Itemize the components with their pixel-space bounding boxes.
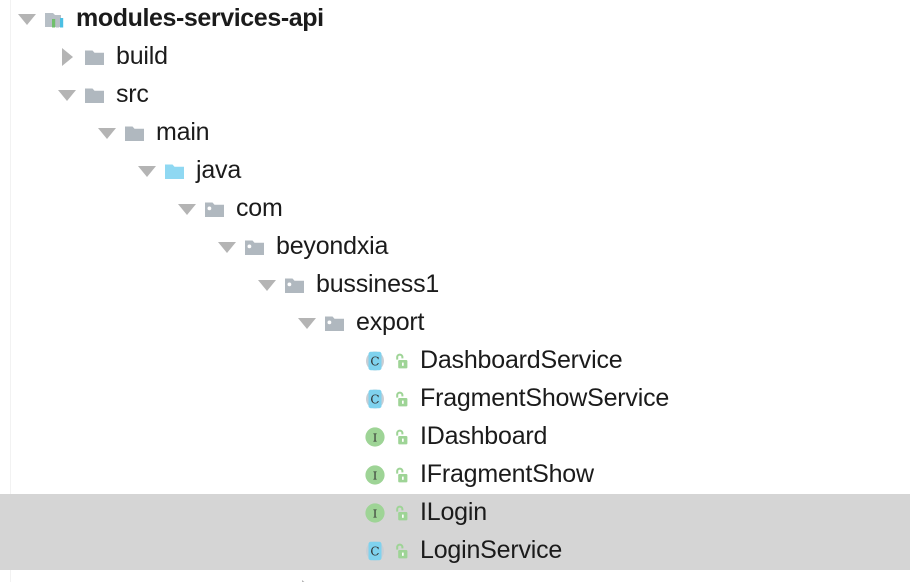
folder-icon — [80, 38, 110, 76]
tree-row[interactable]: com — [0, 190, 910, 228]
svg-text:I: I — [373, 506, 378, 520]
interface-icon: I — [360, 456, 390, 494]
chevron-down-icon[interactable] — [214, 228, 240, 266]
folder-icon — [120, 114, 150, 152]
source-folder-icon — [160, 152, 190, 190]
unlock-public-icon — [390, 380, 414, 418]
svg-text:I: I — [373, 468, 378, 482]
unlock-public-icon — [390, 532, 414, 570]
chevron-down-icon[interactable] — [134, 152, 160, 190]
chevron-right-icon[interactable] — [54, 38, 80, 76]
tree-row[interactable]: C FragmentShowService — [0, 380, 910, 418]
class-icon: C — [360, 380, 390, 418]
tree-row-label: modules-services-api — [76, 3, 324, 32]
twisty-placeholder — [334, 342, 360, 380]
tree-row-label: java — [196, 155, 242, 184]
tree-row-label: DashboardService — [420, 345, 623, 374]
module-icon — [40, 0, 70, 38]
interface-icon: I — [360, 494, 390, 532]
class-icon: C — [360, 342, 390, 380]
twisty-placeholder — [334, 532, 360, 570]
chevron-down-icon[interactable] — [174, 190, 200, 228]
tree-row[interactable]: main — [0, 114, 910, 152]
tree-row-label: beyondxia — [276, 231, 389, 260]
svg-text:C: C — [370, 355, 379, 369]
gutter-rule — [10, 0, 11, 582]
tree-row[interactable]: C DashboardService — [0, 342, 910, 380]
chevron-down-icon[interactable] — [294, 304, 320, 342]
interface-icon: I — [360, 418, 390, 456]
twisty-placeholder — [334, 456, 360, 494]
tree-row-label: main — [156, 117, 210, 146]
tree-row-label: LoginService — [420, 535, 563, 564]
tree-row[interactable]: java — [0, 152, 910, 190]
chevron-down-icon[interactable] — [14, 0, 40, 38]
tree-row-label: com — [236, 193, 283, 222]
tree-row-label: export — [356, 307, 425, 336]
tree-row[interactable]: src — [0, 76, 910, 114]
package-icon — [240, 228, 270, 266]
tree-row-label: FragmentShowService — [420, 383, 670, 412]
tree-row[interactable]: build — [0, 38, 910, 76]
chevron-down-icon[interactable] — [254, 266, 280, 304]
svg-text:C: C — [370, 393, 379, 407]
tree-row-label: IFragmentShow — [420, 459, 594, 488]
tree-row[interactable]: export — [0, 304, 910, 342]
chevron-down-icon[interactable] — [94, 114, 120, 152]
tree-row[interactable]: I IFragmentShow — [0, 456, 910, 494]
tree-row[interactable] — [0, 570, 910, 582]
unlock-public-icon — [390, 418, 414, 456]
twisty-placeholder — [334, 380, 360, 418]
tree-row-label: bussiness1 — [316, 269, 440, 298]
tree-row-label: IDashboard — [420, 421, 548, 450]
svg-text:C: C — [370, 545, 379, 559]
unlock-public-icon — [390, 342, 414, 380]
chevron-right-icon[interactable] — [294, 570, 320, 582]
tree-row[interactable]: beyondxia — [0, 228, 910, 266]
unlock-public-icon — [390, 456, 414, 494]
chevron-down-icon[interactable] — [54, 76, 80, 114]
tree-row[interactable]: I ILogin — [0, 494, 910, 532]
twisty-placeholder — [334, 418, 360, 456]
package-icon — [280, 266, 310, 304]
tree-row[interactable]: C LoginService — [0, 532, 910, 570]
package-icon — [200, 190, 230, 228]
unlock-public-icon — [390, 494, 414, 532]
svg-text:I: I — [373, 430, 378, 444]
tree-row-label: src — [116, 79, 149, 108]
tree-row[interactable]: modules-services-api — [0, 0, 910, 38]
class-icon: C — [360, 532, 390, 570]
folder-icon — [320, 570, 350, 582]
tree-row[interactable]: bussiness1 — [0, 266, 910, 304]
folder-icon — [80, 76, 110, 114]
package-icon — [320, 304, 350, 342]
twisty-placeholder — [334, 494, 360, 532]
tree-row-label: ILogin — [420, 497, 487, 526]
tree-row-label: build — [116, 41, 168, 70]
tree-row[interactable]: I IDashboard — [0, 418, 910, 456]
